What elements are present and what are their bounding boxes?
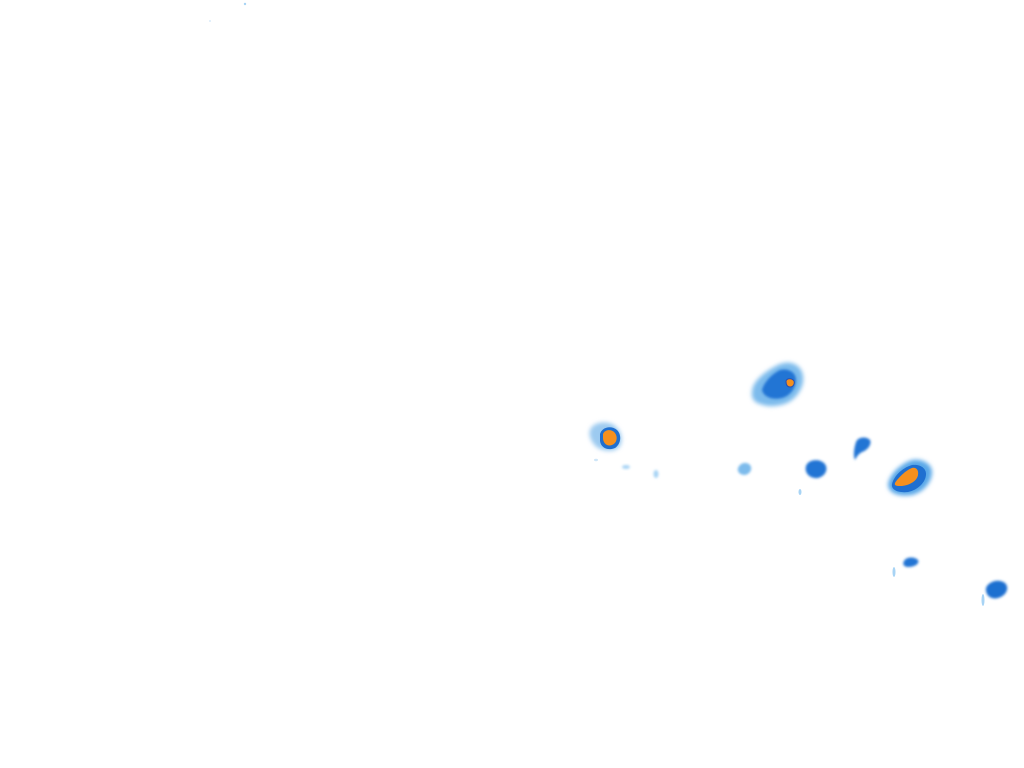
precip-cell-heavy (903, 557, 919, 567)
precip-speck (653, 470, 659, 478)
precip-speck (243, 2, 247, 6)
precip-core-intense (785, 378, 795, 388)
precip-speck (892, 567, 896, 577)
precip-cell-light (737, 462, 752, 475)
precip-speck (209, 20, 211, 22)
precip-cell-central-small (737, 437, 871, 495)
precip-cell-west (589, 422, 659, 478)
precip-core-intense (603, 430, 617, 446)
precip-speck (594, 458, 598, 462)
precip-speck (622, 465, 630, 469)
precip-cell-heavy (762, 369, 796, 399)
precip-speck (981, 594, 985, 606)
precip-cell-heavy (853, 437, 871, 460)
precip-cell-heavy (985, 580, 1008, 599)
precip-speck-group-northwest (209, 2, 247, 22)
precip-core-intense (894, 467, 919, 486)
precip-cell-north (751, 362, 804, 407)
precip-speck (798, 489, 802, 495)
precip-cell-south (892, 557, 1008, 606)
precip-cell-east (888, 459, 932, 496)
precip-cell-heavy (805, 460, 827, 479)
